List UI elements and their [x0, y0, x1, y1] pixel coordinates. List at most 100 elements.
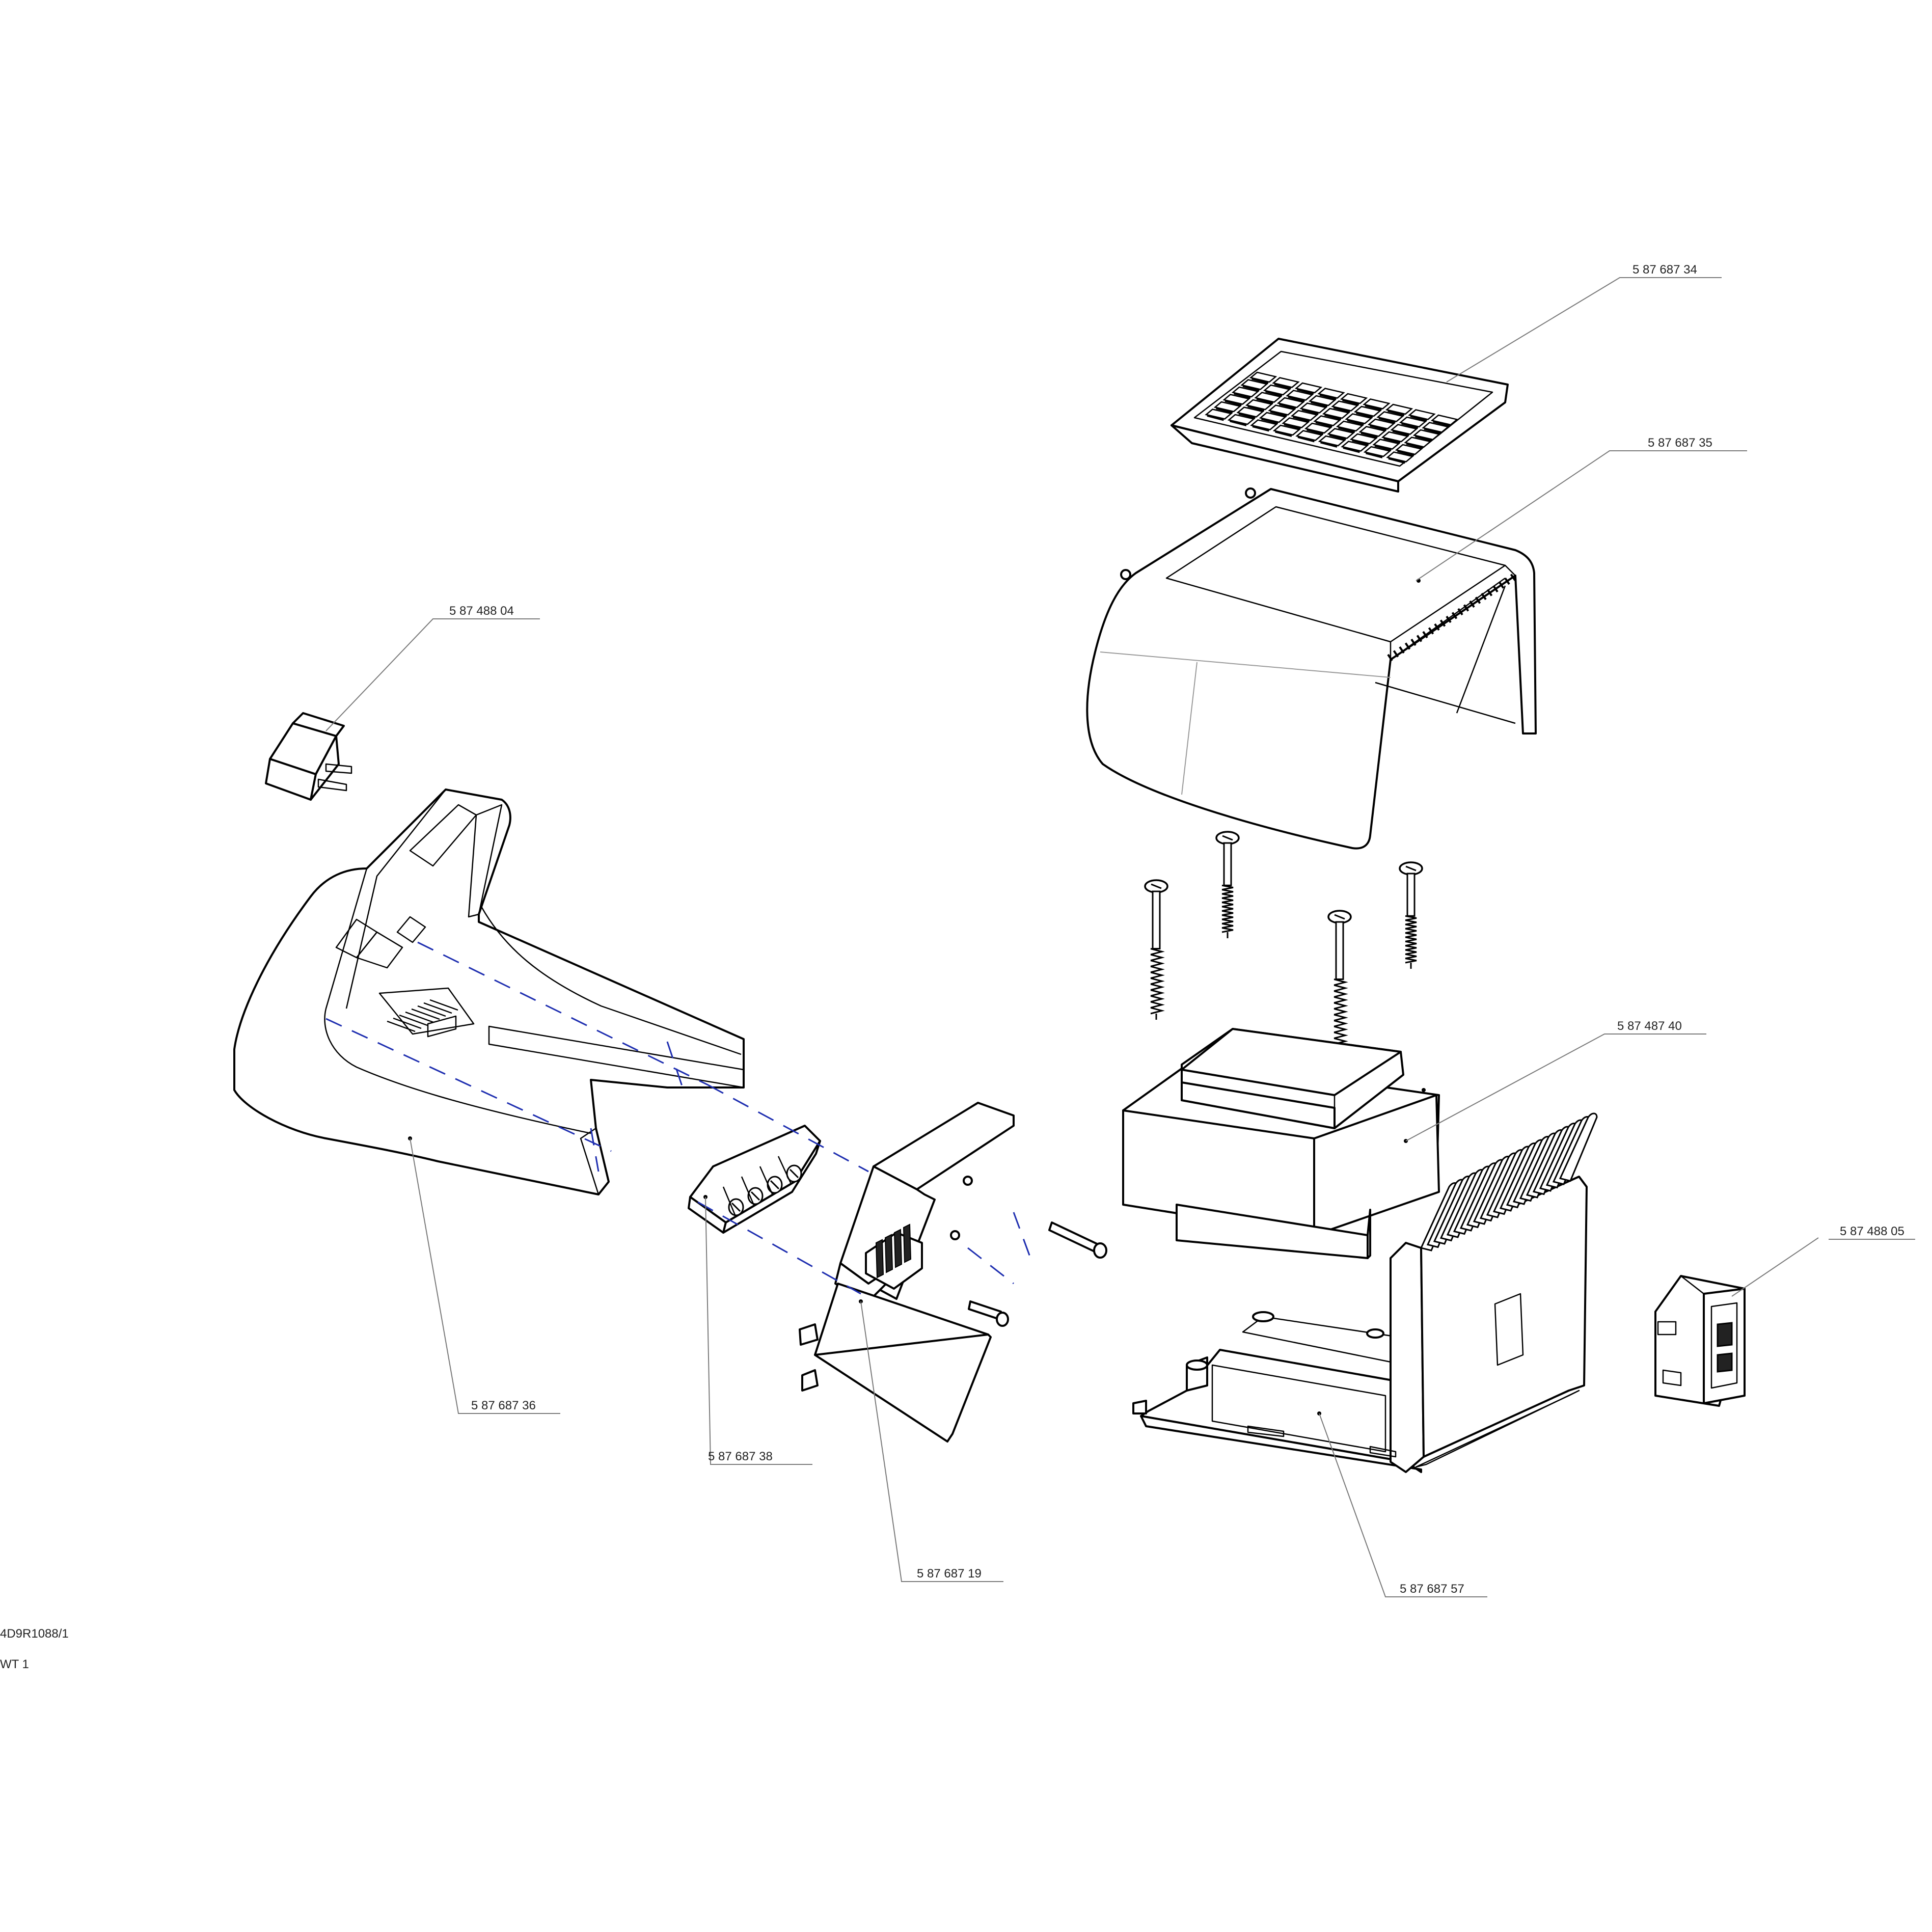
callout-base-frame: 5 87 687 57: [1400, 1582, 1464, 1596]
callout-switch: 5 87 488 04: [449, 604, 514, 618]
callout-transformer: 5 87 487 40: [1617, 1019, 1682, 1033]
screw-thread: [1150, 948, 1165, 956]
grid-cell-shadow: [1274, 383, 1292, 390]
vent-slot: [1492, 585, 1499, 593]
grid-cell: [1227, 414, 1256, 425]
grid-cell-shadow: [1383, 437, 1401, 444]
screw-thread: [1405, 936, 1417, 942]
terminal-screw-slot: [750, 1191, 760, 1201]
housing-rib: [387, 1020, 416, 1032]
screw-thread: [1150, 983, 1165, 991]
grid-cell: [1358, 426, 1386, 437]
grid-cell-shadow: [1410, 415, 1428, 422]
vent-slot: [1434, 623, 1440, 631]
grid-cell: [1349, 433, 1378, 445]
vent-slot: [1463, 604, 1470, 612]
grid-cell-shadow: [1215, 407, 1233, 414]
screw-thread: [1334, 984, 1348, 992]
grid-cell: [1254, 392, 1282, 403]
housing-rib: [423, 1002, 452, 1014]
grid-cell-shadow: [1315, 421, 1333, 428]
grid-cell-shadow: [1365, 404, 1382, 411]
screw-thread: [1221, 914, 1234, 920]
grid-cell-shadow: [1342, 399, 1359, 405]
screw-thread: [1334, 990, 1348, 998]
screw-thread: [1221, 906, 1234, 912]
grid-cell-shadow: [1365, 452, 1383, 458]
vent-slot: [1510, 574, 1516, 581]
housing-rib: [405, 1011, 434, 1023]
screw-thread: [1221, 918, 1234, 924]
screw-thread: [1334, 1014, 1348, 1022]
housing-rib: [399, 1014, 428, 1026]
terminal-screw-slot: [770, 1180, 780, 1190]
grid-cell: [1249, 371, 1277, 383]
housing-rib: [393, 1017, 422, 1029]
screw-thread: [1150, 965, 1165, 973]
grid-cell-shadow: [1297, 436, 1315, 443]
grid-cell: [1240, 379, 1268, 390]
grid-cell: [1399, 416, 1427, 428]
screw-thread: [1334, 1002, 1348, 1010]
grid-cell: [1231, 386, 1260, 398]
grid-cell: [1386, 451, 1414, 462]
terminal-screw-slot: [731, 1202, 741, 1212]
assembly-dash-lines: [325, 941, 1032, 1295]
grid-cell-shadow: [1242, 385, 1260, 392]
screw-slot: [1151, 883, 1162, 889]
drawing-number: 4D9R1088/1: [0, 1627, 69, 1641]
grid-cell: [1259, 412, 1287, 423]
screw-thread: [1334, 1008, 1348, 1016]
vent-slot: [1504, 577, 1510, 585]
screw-thread: [1405, 940, 1417, 947]
screw-thread: [1150, 995, 1165, 1003]
grid-cell: [1276, 397, 1305, 409]
callout-labels: 5 87 687 34 5 87 687 35 5 87 488 04 5 87…: [449, 263, 1904, 1596]
grid-cell: [1317, 388, 1345, 399]
grid-cell-shadow: [1401, 422, 1419, 429]
grid-cell: [1376, 411, 1404, 422]
vent-slot: [1469, 600, 1475, 608]
screw-thread: [1221, 884, 1234, 891]
board-connector-pins: [875, 1223, 912, 1278]
screw-thread: [1150, 971, 1165, 979]
grid-cell-shadow: [1392, 430, 1410, 437]
grid-cell: [1412, 429, 1441, 441]
vent-slot: [1410, 638, 1417, 646]
screw-thread: [1221, 889, 1234, 895]
screw-thread: [1334, 1020, 1348, 1027]
grid-cell: [1245, 399, 1273, 411]
vent-slot: [1446, 615, 1452, 623]
screw-thread: [1221, 902, 1234, 908]
screw-thread: [1221, 910, 1234, 916]
screw-thread: [1405, 953, 1417, 960]
grid-cell-shadow: [1270, 411, 1288, 417]
screw-shank: [1335, 921, 1344, 980]
grid-cell-shadow: [1432, 420, 1450, 427]
grid-cell: [1404, 437, 1432, 448]
grid-cell-shadow: [1378, 417, 1396, 424]
grid-cell-shadow: [1324, 414, 1342, 420]
grid-cell: [1340, 393, 1368, 404]
vent-slot: [1387, 654, 1393, 662]
screw-thread: [1334, 1025, 1348, 1033]
screw-slot: [1334, 914, 1345, 920]
terminal-divider: [759, 1166, 774, 1195]
grid-cell-shadow: [1252, 425, 1270, 432]
callout-front-housing: 5 87 687 36: [471, 1399, 536, 1412]
grid-cell-shadow: [1347, 419, 1365, 426]
grid-cell: [1363, 398, 1391, 410]
grid-cell: [1390, 424, 1418, 435]
terminal-block-part: [688, 1125, 821, 1234]
screw-shank: [1223, 842, 1232, 886]
screw-thread: [1150, 977, 1165, 985]
grid-cell-shadow: [1296, 388, 1314, 395]
screw-thread: [1334, 978, 1348, 986]
grid-cell-shadow: [1355, 412, 1373, 418]
grid-cell: [1272, 377, 1300, 388]
screw-thread: [1405, 932, 1417, 938]
connector-pin: [875, 1239, 884, 1278]
grid-cell: [1372, 439, 1400, 450]
base-frame-part: [1132, 1112, 1598, 1473]
grid-cell-shadow: [1233, 392, 1251, 399]
